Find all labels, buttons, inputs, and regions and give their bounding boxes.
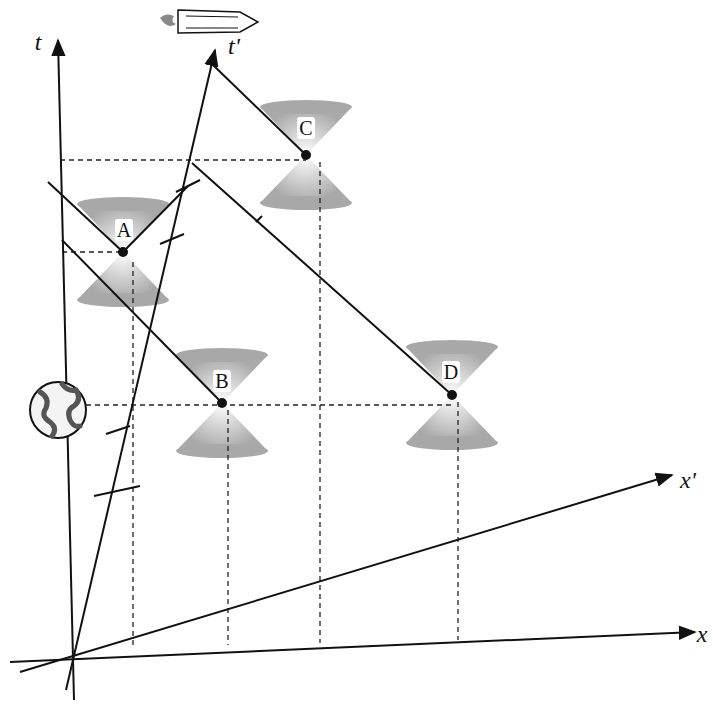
rocket-icon xyxy=(160,10,258,33)
event-label: A xyxy=(115,219,133,241)
dashed-guides xyxy=(60,160,458,645)
axis-label: x xyxy=(695,621,710,647)
axis-label: t xyxy=(33,29,44,55)
axis-label: t' xyxy=(226,33,242,59)
axes xyxy=(10,40,695,700)
light-cones xyxy=(77,100,498,458)
event-label: D xyxy=(442,361,460,383)
axis-label: x' xyxy=(678,467,698,493)
light-cone xyxy=(176,348,268,458)
event-label: B xyxy=(213,370,230,392)
event-label: C xyxy=(297,117,314,139)
light-cone xyxy=(260,100,352,210)
earth-icon xyxy=(30,382,86,438)
event-dots xyxy=(118,150,457,408)
light-rays xyxy=(48,64,452,403)
tick-marks xyxy=(94,180,262,496)
light-cone xyxy=(406,340,498,450)
